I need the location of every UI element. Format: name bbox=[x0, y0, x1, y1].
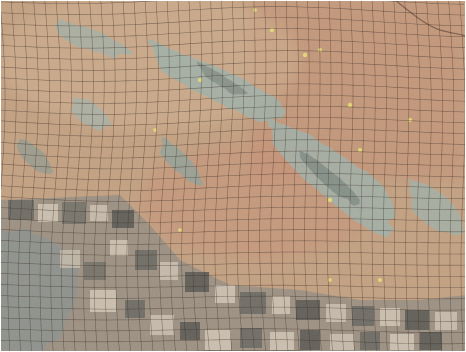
grid-line-vertical bbox=[148, 0, 159, 352]
grid-line-vertical bbox=[371, 0, 377, 352]
grid-line-vertical bbox=[248, 0, 256, 352]
grid-line-vertical bbox=[39, 0, 50, 352]
grid-line-horizontal bbox=[0, 284, 466, 288]
grid-line-vertical bbox=[159, 0, 170, 352]
grid-line-vertical bbox=[72, 0, 83, 352]
grid-line-vertical bbox=[448, 0, 455, 352]
grid-line-vertical bbox=[415, 0, 421, 352]
grid-line-horizontal bbox=[0, 317, 466, 322]
grid-line-vertical bbox=[104, 0, 116, 352]
grid-line-horizontal bbox=[0, 262, 465, 267]
grid-line-vertical bbox=[326, 0, 333, 352]
grid-line-vertical bbox=[304, 0, 311, 352]
grid-line-horizontal bbox=[0, 328, 466, 333]
grid-line-vertical bbox=[293, 0, 300, 352]
grid-line-horizontal bbox=[0, 350, 343, 352]
grid-line-horizontal bbox=[0, 229, 466, 234]
grid-line-vertical bbox=[338, 0, 344, 352]
grid-line-horizontal bbox=[0, 6, 465, 16]
grid-line-horizontal bbox=[0, 94, 466, 104]
grid-line-horizontal bbox=[0, 161, 466, 170]
grid-line-horizontal bbox=[0, 105, 466, 115]
grid-line-horizontal bbox=[0, 339, 466, 345]
grid-line-vertical bbox=[181, 0, 191, 352]
grid-line-vertical bbox=[18, 0, 28, 352]
grid-line-vertical bbox=[259, 0, 267, 352]
grid-line-vertical bbox=[360, 0, 366, 352]
grid-line-vertical bbox=[170, 0, 181, 352]
grid-line-horizontal bbox=[0, 117, 466, 126]
grid-line-vertical bbox=[137, 0, 148, 352]
grid-line-vertical bbox=[270, 0, 278, 352]
grid-line-horizontal bbox=[0, 306, 466, 311]
grid-line-vertical bbox=[115, 0, 127, 352]
grid-line-horizontal bbox=[0, 273, 466, 277]
grid-line-horizontal bbox=[0, 150, 466, 159]
grid-line-vertical bbox=[203, 0, 213, 352]
grid-line-horizontal bbox=[0, 61, 466, 71]
grid-line-vertical bbox=[61, 0, 72, 352]
grid-line-vertical bbox=[459, 0, 466, 352]
grid-line-horizontal bbox=[0, 128, 466, 137]
grid-line-vertical bbox=[382, 0, 388, 352]
grid-line-horizontal bbox=[0, 50, 466, 60]
grid-line-horizontal bbox=[0, 39, 466, 49]
grid-line-horizontal bbox=[0, 17, 466, 27]
grid-line-vertical bbox=[393, 0, 399, 352]
grid-line-vertical bbox=[50, 0, 61, 352]
grid-line-horizontal bbox=[0, 139, 466, 148]
grid-line-vertical bbox=[426, 0, 432, 352]
grid-line-vertical bbox=[214, 0, 224, 352]
grid-line-vertical bbox=[236, 0, 245, 352]
grid-line-horizontal bbox=[0, 28, 466, 38]
grid-line-vertical bbox=[192, 0, 202, 352]
grid-line-vertical bbox=[315, 0, 322, 352]
grid-line-horizontal bbox=[0, 218, 466, 224]
grid-line-vertical bbox=[93, 0, 105, 352]
grid-line-vertical bbox=[437, 0, 443, 352]
grid-line-vertical bbox=[225, 0, 234, 352]
grid-line-vertical bbox=[281, 0, 289, 352]
grid-line-horizontal bbox=[0, 184, 466, 191]
grid-line-horizontal bbox=[0, 240, 466, 245]
grid-line-vertical bbox=[0, 0, 6, 207]
grid-line-vertical bbox=[404, 0, 410, 352]
grid-line-horizontal bbox=[0, 295, 466, 300]
grid-line-horizontal bbox=[0, 83, 466, 93]
grid-line-vertical bbox=[7, 0, 17, 352]
grid-line-vertical bbox=[126, 0, 138, 352]
grid-line-horizontal bbox=[0, 72, 466, 82]
grid-line-horizontal bbox=[0, 173, 466, 180]
grid-line-horizontal bbox=[0, 251, 465, 256]
grid-line-vertical bbox=[29, 0, 39, 352]
grid-line-vertical bbox=[349, 0, 355, 352]
grid-line-vertical bbox=[82, 0, 94, 352]
grid-line-horizontal bbox=[0, 206, 466, 213]
grid-line-horizontal bbox=[0, 195, 466, 202]
